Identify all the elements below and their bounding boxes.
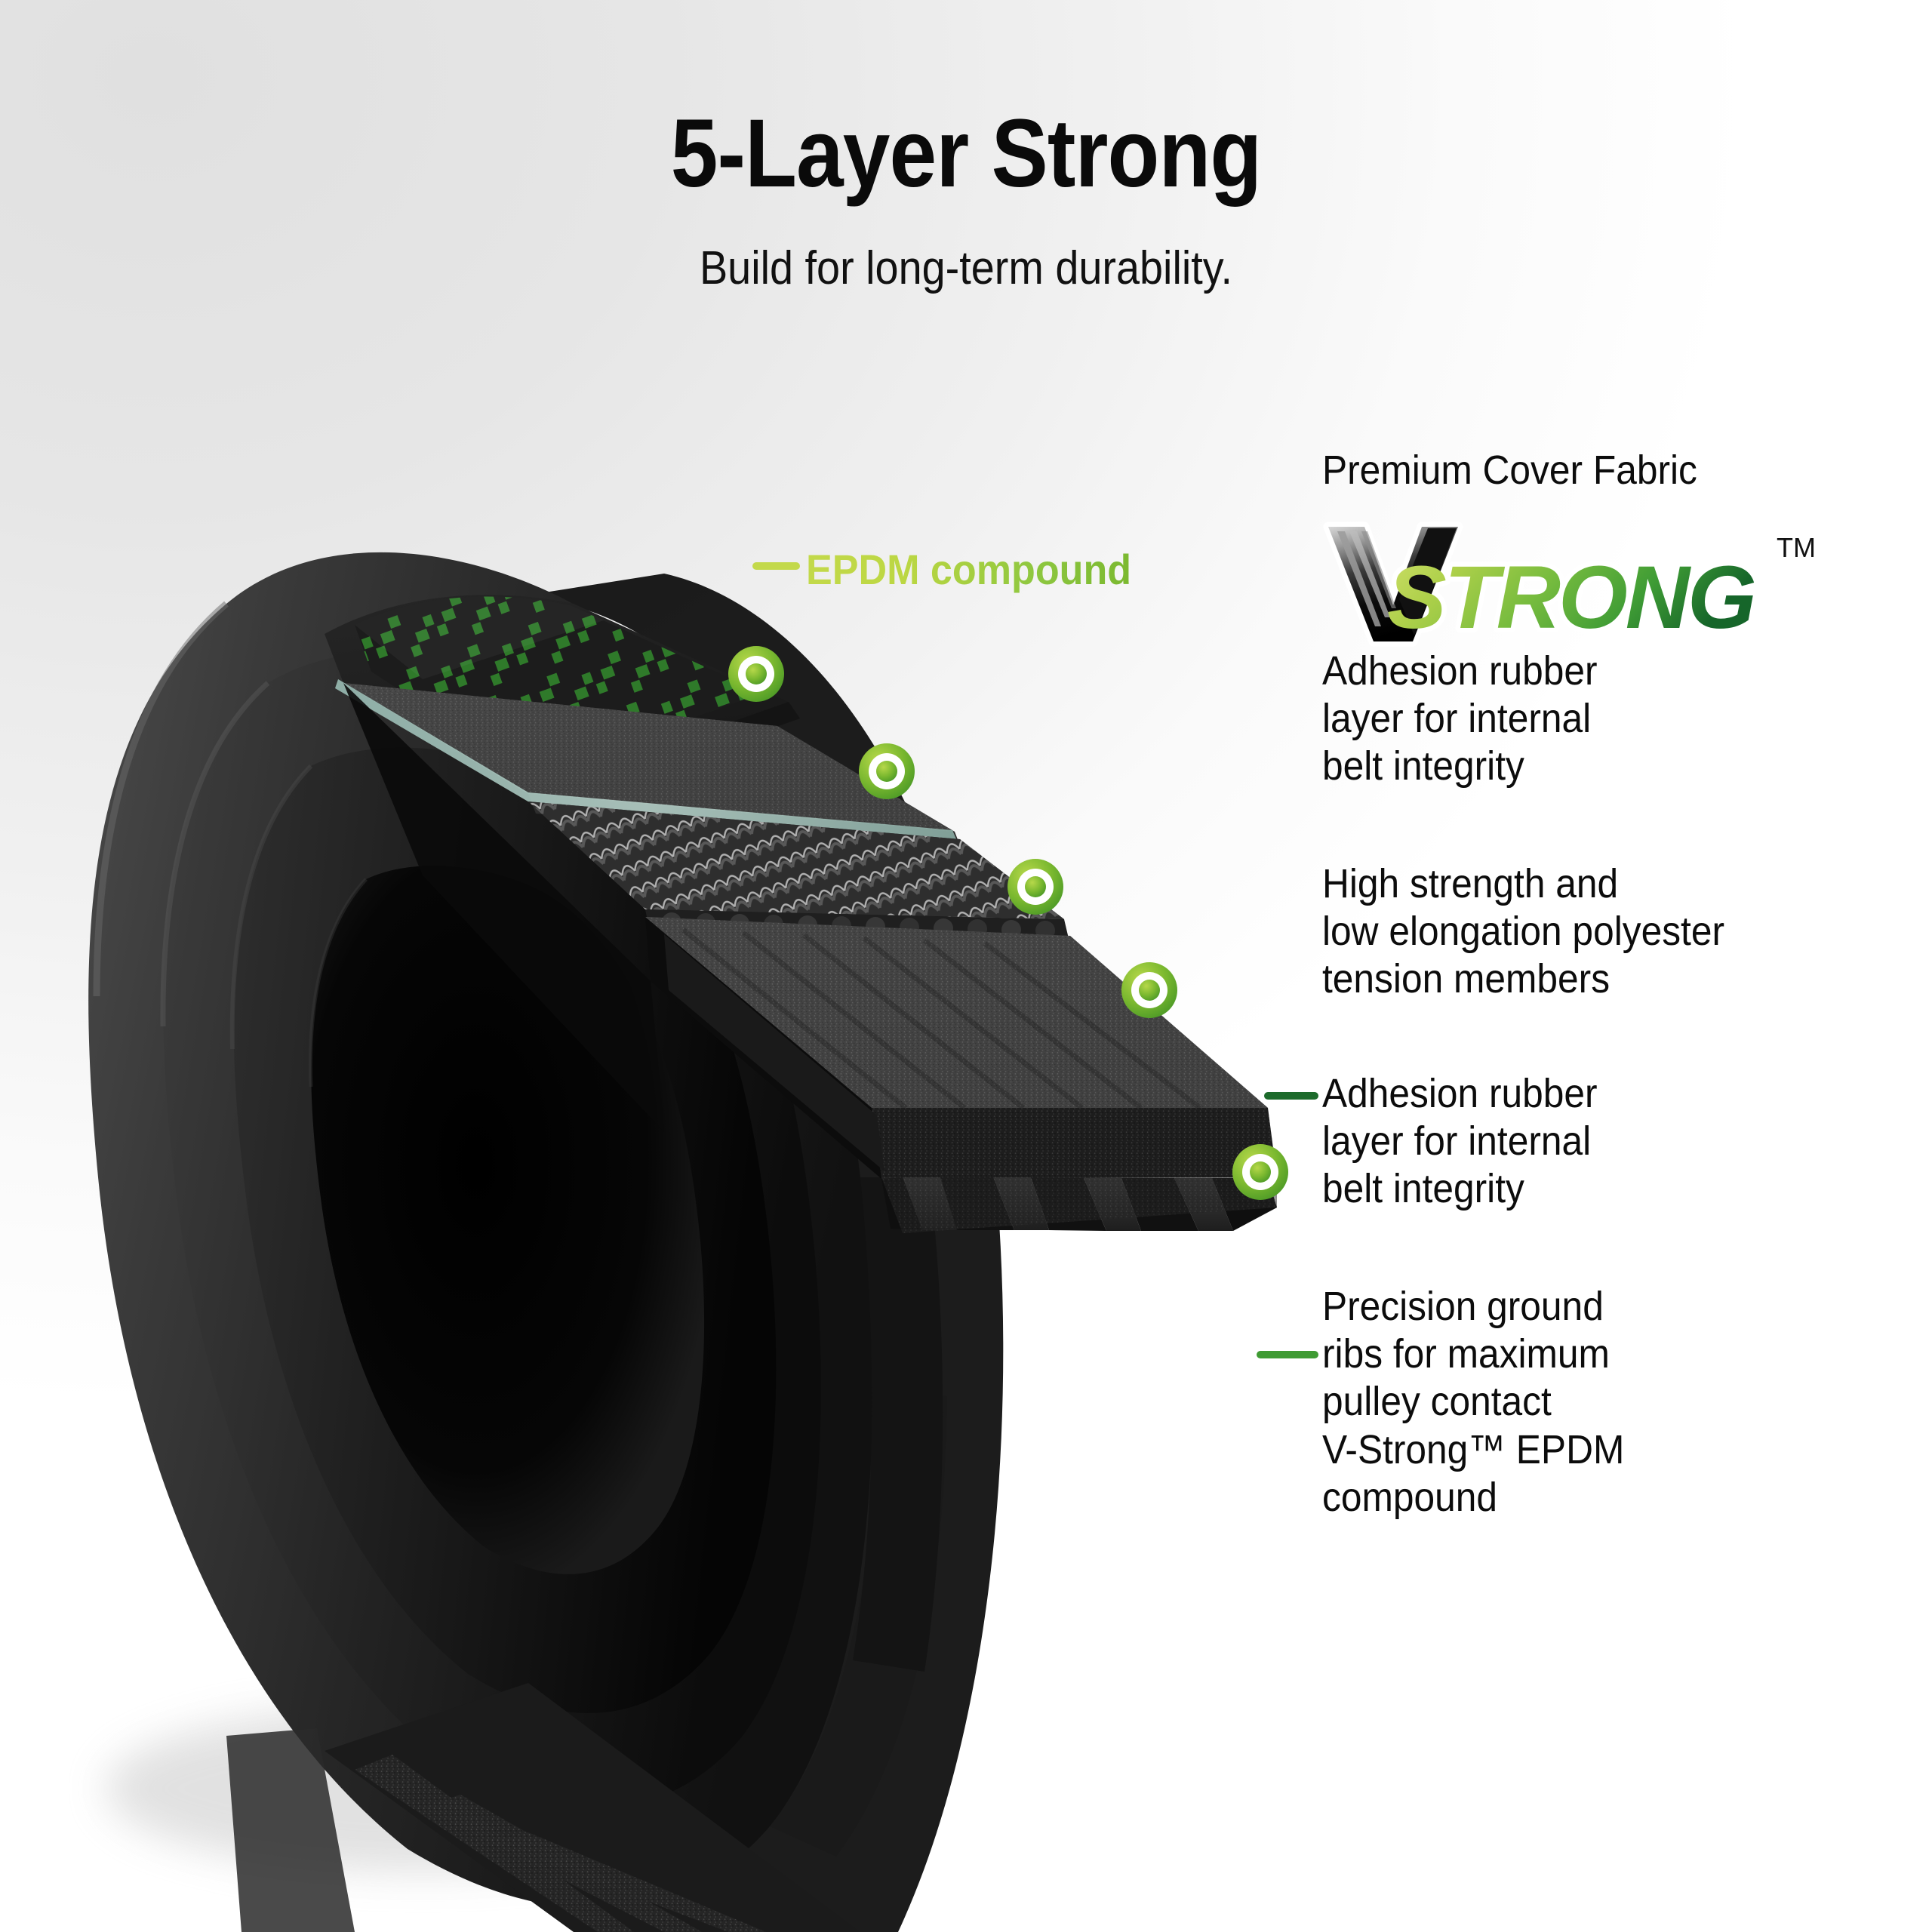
callout-adhesion-rubber-bottom[interactable]: Adhesion rubber layer for internal belt …	[1322, 1071, 1598, 1212]
logo-strong-text: STRONG	[1387, 548, 1755, 648]
marker-polyester-tension-members[interactable]	[1008, 859, 1063, 915]
callout-epdm-compound[interactable]: EPDM compound	[806, 546, 1132, 593]
marker-adhesion-rubber-bottom[interactable]	[1121, 962, 1177, 1018]
belt-tail-bottom	[226, 1683, 860, 1932]
leader-adhesion-rubber-bottom	[1158, 986, 1318, 1100]
marker-adhesion-rubber-top[interactable]	[859, 743, 915, 799]
belt-layer-stack	[325, 595, 1277, 1233]
callout-premium-cover-fabric[interactable]: Premium Cover Fabric	[1322, 448, 1697, 493]
header: 5-Layer Strong Build for long-term durab…	[0, 0, 1932, 295]
layer-precision-ground-ribs	[645, 917, 1277, 1233]
svg-text:STRONG: STRONG	[1387, 548, 1755, 648]
fabric-seam	[335, 679, 957, 841]
callout-markers	[728, 646, 1288, 1200]
vstrong-logo[interactable]: STRONG STRONG TM	[1315, 521, 1835, 649]
marker-premium-cover-fabric[interactable]	[728, 646, 784, 702]
callout-leaders	[728, 469, 1318, 1358]
page-subtitle: Build for long-term durability.	[699, 242, 1233, 294]
leader-precision-ground-ribs	[1257, 1181, 1318, 1358]
layer-adhesion-rubber-lower	[645, 917, 1268, 1110]
callout-polyester-tension-members[interactable]: High strength and low elongation polyest…	[1322, 861, 1725, 1002]
callout-adhesion-rubber-top[interactable]: Adhesion rubber layer for internal belt …	[1322, 648, 1598, 789]
leader-adhesion-rubber-top	[883, 669, 1313, 764]
callout-precision-ground-ribs[interactable]: Precision ground ribs for maximum pulley…	[1322, 1284, 1625, 1520]
logo-tm-mark: TM	[1777, 532, 1816, 563]
marker-precision-ground-ribs[interactable]	[1232, 1144, 1288, 1200]
page-title: 5-Layer Strong	[670, 100, 1262, 208]
logo-v-mark	[1328, 527, 1458, 641]
